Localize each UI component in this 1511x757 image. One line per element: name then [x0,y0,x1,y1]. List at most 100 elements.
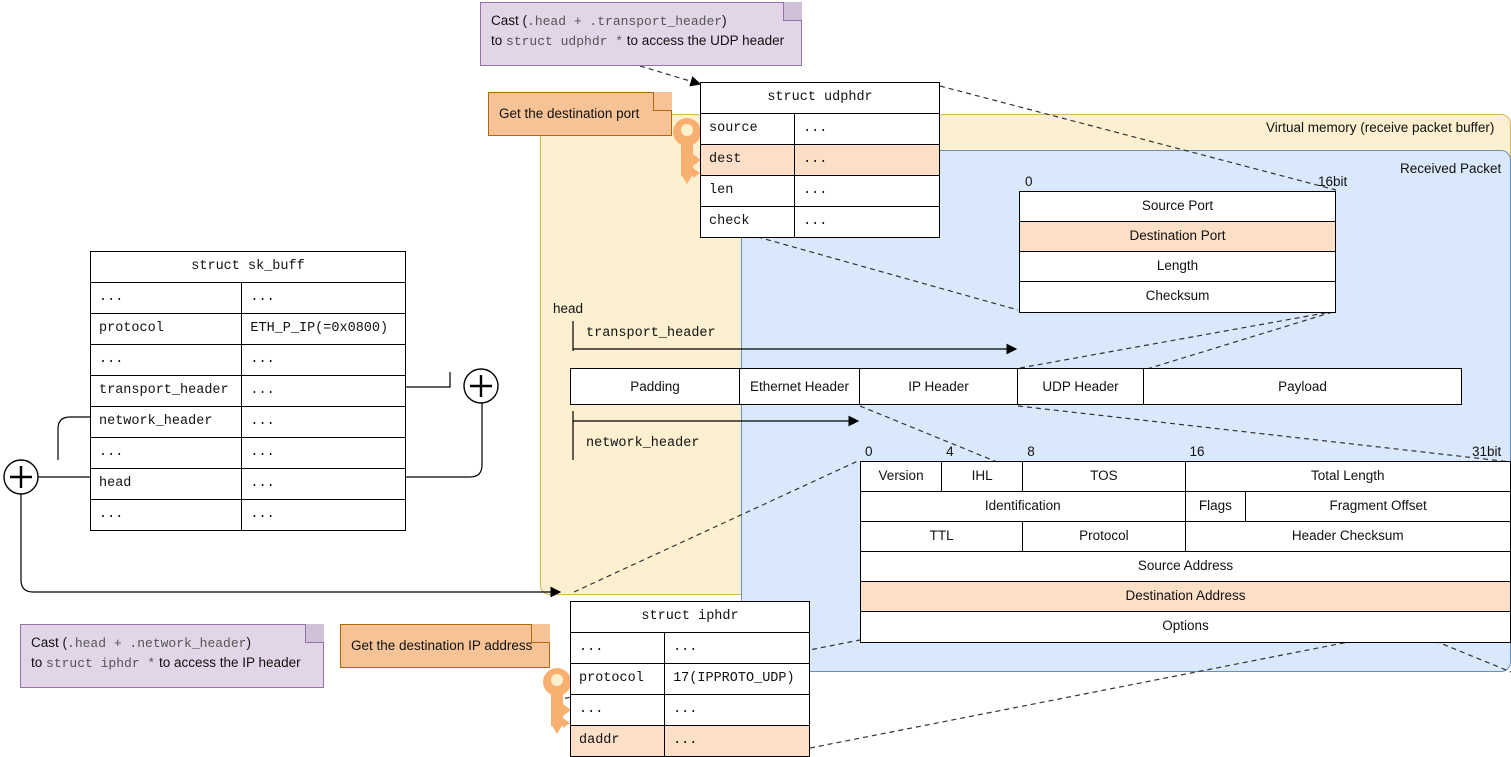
ip-ruler-tick: 16 [1189,444,1205,459]
sk-buff-title: struct sk_buff [91,252,405,283]
note-udp-cast-l1b: ) [722,13,727,28]
ip-bitmap-field: Header Checksum [1185,522,1510,552]
field-name: len [701,176,796,206]
packet-segment: UDP Header [1018,368,1144,405]
ip-ruler-tick: 0 [865,444,873,459]
field-name: ... [571,695,666,725]
field-value: 17(IPPROTO_UDP) [673,671,795,686]
ip-bitmap-field: Fragment Offset [1246,492,1510,522]
field-name: source [701,114,796,144]
iphdr-title: struct iphdr [571,602,809,633]
transport-header-pointer-label: transport_header [586,326,716,341]
field-value: ... [803,183,828,198]
ip-bitmap-field: Identification [861,492,1186,522]
field-name: protocol [91,314,243,344]
network-header-pointer-label: network_header [586,436,700,451]
field-value: ... [250,414,275,429]
ip-bitmap-field: Total Length [1185,462,1510,492]
packet-segment: Payload [1144,368,1462,405]
note-ip-cast-l2a: to [31,655,47,670]
note-udp-cast-l1mono: .head + .transport_header [527,14,723,29]
field-value: ... [250,507,275,522]
field-value: ... [803,121,828,136]
note-ip-cast: Cast (.head + .network_header) to struct… [20,624,324,688]
table-row: daddr... [571,726,809,756]
field-name: check [701,207,796,237]
udp-bitmap-field: Source Port [1020,192,1335,222]
note-udp-cast-l2mono: struct udphdr * [506,34,624,49]
field-value: ... [673,640,698,655]
head-pointer-label: head [553,301,584,316]
ip-bitmap-field: Destination Address [861,582,1510,612]
ip-bitmap-field: Flags [1185,492,1247,522]
field-name: daddr [571,726,666,756]
note-fold-icon [531,624,550,643]
field-value: ... [250,352,275,367]
udp-bitmap-field: Destination Port [1020,222,1335,252]
udp-bitmap-row: Source Port [1020,192,1335,222]
field-name: transport_header [91,376,243,406]
ip-bitmap-field: IHL [942,462,1024,492]
packet-segment: Ethernet Header [740,368,860,405]
packet-segment: Padding [570,368,740,405]
ip-ruler-tick: 8 [1027,444,1035,459]
field-name: dest [701,145,796,175]
note-ip-cast-l1b: ) [246,635,251,650]
table-row: len... [701,176,939,207]
table-row: source... [701,114,939,145]
ip-bitmap-field: Version [861,462,943,492]
field-value: ... [250,383,275,398]
note-ip-cast-l2mono: struct iphdr * [46,656,156,671]
table-row: check... [701,207,939,237]
field-name: ... [91,345,243,375]
field-value: ... [250,445,275,460]
table-row: ...... [91,345,405,376]
ip-ruler-tick: 4 [946,444,954,459]
field-value: ... [673,702,698,717]
field-value: ... [673,733,698,748]
table-row: protocol ETH_P_IP(=0x0800) [91,314,405,345]
field-name: ... [91,500,243,530]
udp-bitmap-field: Length [1020,252,1335,282]
table-row: ...... [571,695,809,726]
note-get-dest-port-label: Get the destination port [499,106,640,121]
udp-ruler-right: 16bit [1318,174,1348,189]
virtual-memory-label: Virtual memory (receive packet buffer) [1266,120,1495,135]
key-icon [543,668,571,734]
table-row: head... [91,469,405,500]
note-fold-icon [783,2,802,21]
ip-ruler-tick: 31bit [1472,444,1502,459]
table-row: ...... [571,633,809,664]
udp-ruler-left: 0 [1025,174,1033,189]
packet-segment: IP Header [860,368,1018,405]
table-row: ...... [91,438,405,469]
note-ip-cast-l1a: Cast ( [31,635,68,650]
udp-bitmap-field: Checksum [1020,282,1335,312]
ip-bitmap-field: Source Address [861,552,1510,582]
ip-bitmap-row: Source Address [861,552,1510,582]
field-value: ... [803,152,828,167]
ip-bitmap-field: TTL [861,522,1024,552]
field-value: ETH_P_IP(=0x0800) [250,321,389,336]
table-row: ...... [91,500,405,530]
received-packet-label: Received Packet [1400,161,1502,176]
ip-bitmap-field: Protocol [1023,522,1186,552]
udphdr-title: struct udphdr [701,83,939,114]
field-value: ... [250,290,275,305]
field-value: ... [250,476,275,491]
field-name: ... [571,633,666,663]
field-name: head [91,469,243,499]
note-udp-cast-l2a: to [491,33,507,48]
ip-bitmap-row: Destination Address [861,582,1510,612]
udphdr-rows: source...dest...len...check... [701,114,939,237]
field-name: ... [91,438,243,468]
